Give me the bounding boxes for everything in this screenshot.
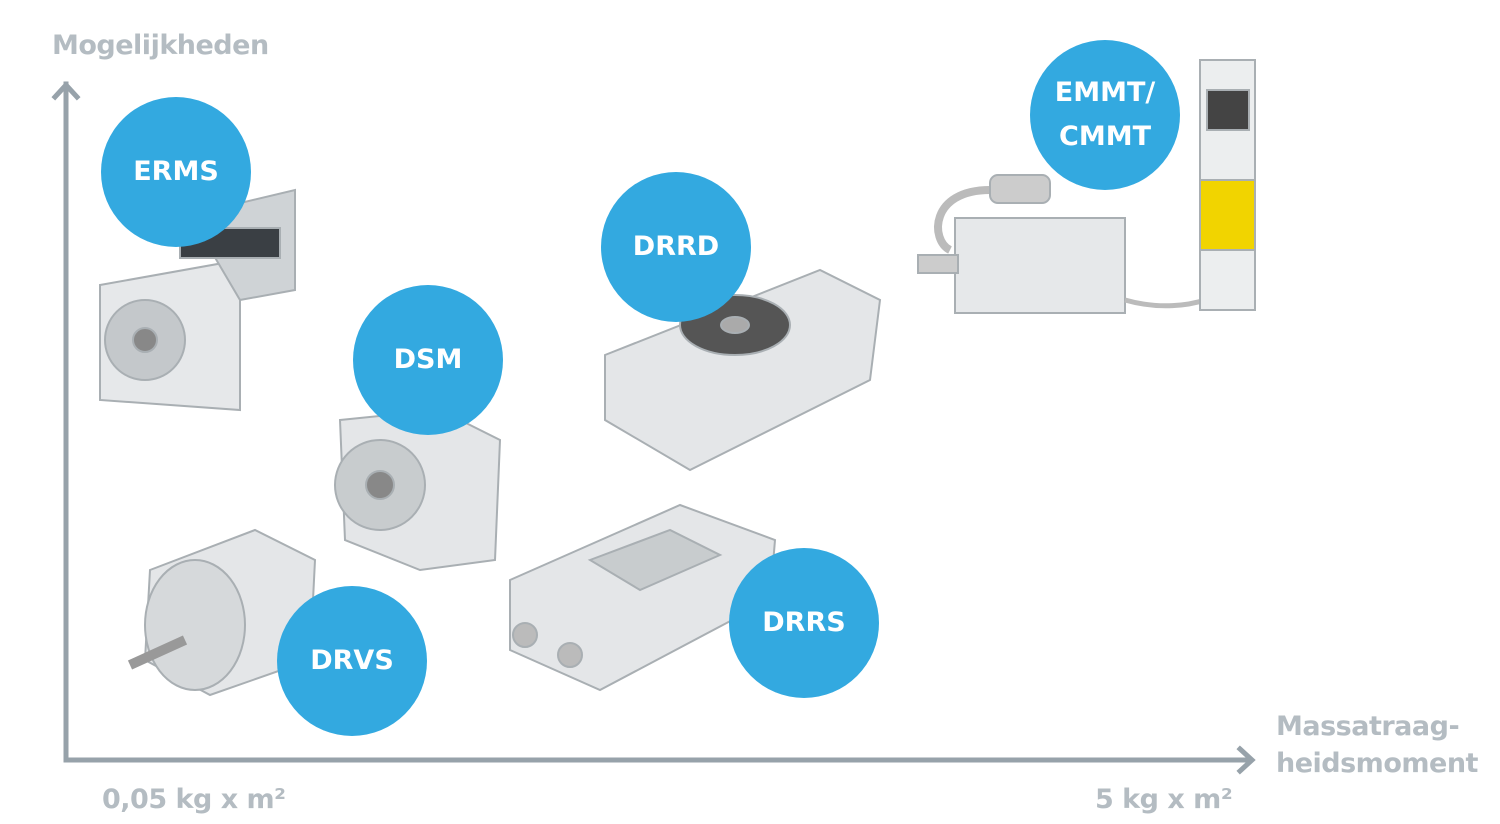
product-bubble-dsm: DSM [353,285,503,435]
product-bubble-drrs: DRRS [729,548,879,698]
product-bubble-drvs: DRVS [277,586,427,736]
x-axis-label-line2: heidsmoment [1276,748,1478,779]
emmt-label: EMMT/ [1054,77,1156,108]
drvs-product-image [127,528,317,697]
x-axis-label: Massatraag- heidsmoment [1276,708,1478,782]
cmmt-label: CMMT [1059,121,1151,152]
x-axis-label-line1: Massatraag- [1276,711,1460,742]
product-bubble-drrd: DRRD [601,172,751,322]
y-axis-arrow-icon [51,81,81,101]
y-axis-label: Mogelijkheden [52,30,269,61]
x-max-label: 5 kg x m² [1095,784,1233,815]
product-bubble-emmt-cmmt: EMMT/ CMMT [1030,40,1180,190]
emmt-product-image [917,59,1256,314]
drrs-product-image [509,503,777,692]
dsm-product-image [334,408,502,572]
product-bubble-erms: ERMS [101,97,251,247]
x-axis-arrow-icon [1236,745,1256,775]
x-min-label: 0,05 kg x m² [102,784,286,815]
